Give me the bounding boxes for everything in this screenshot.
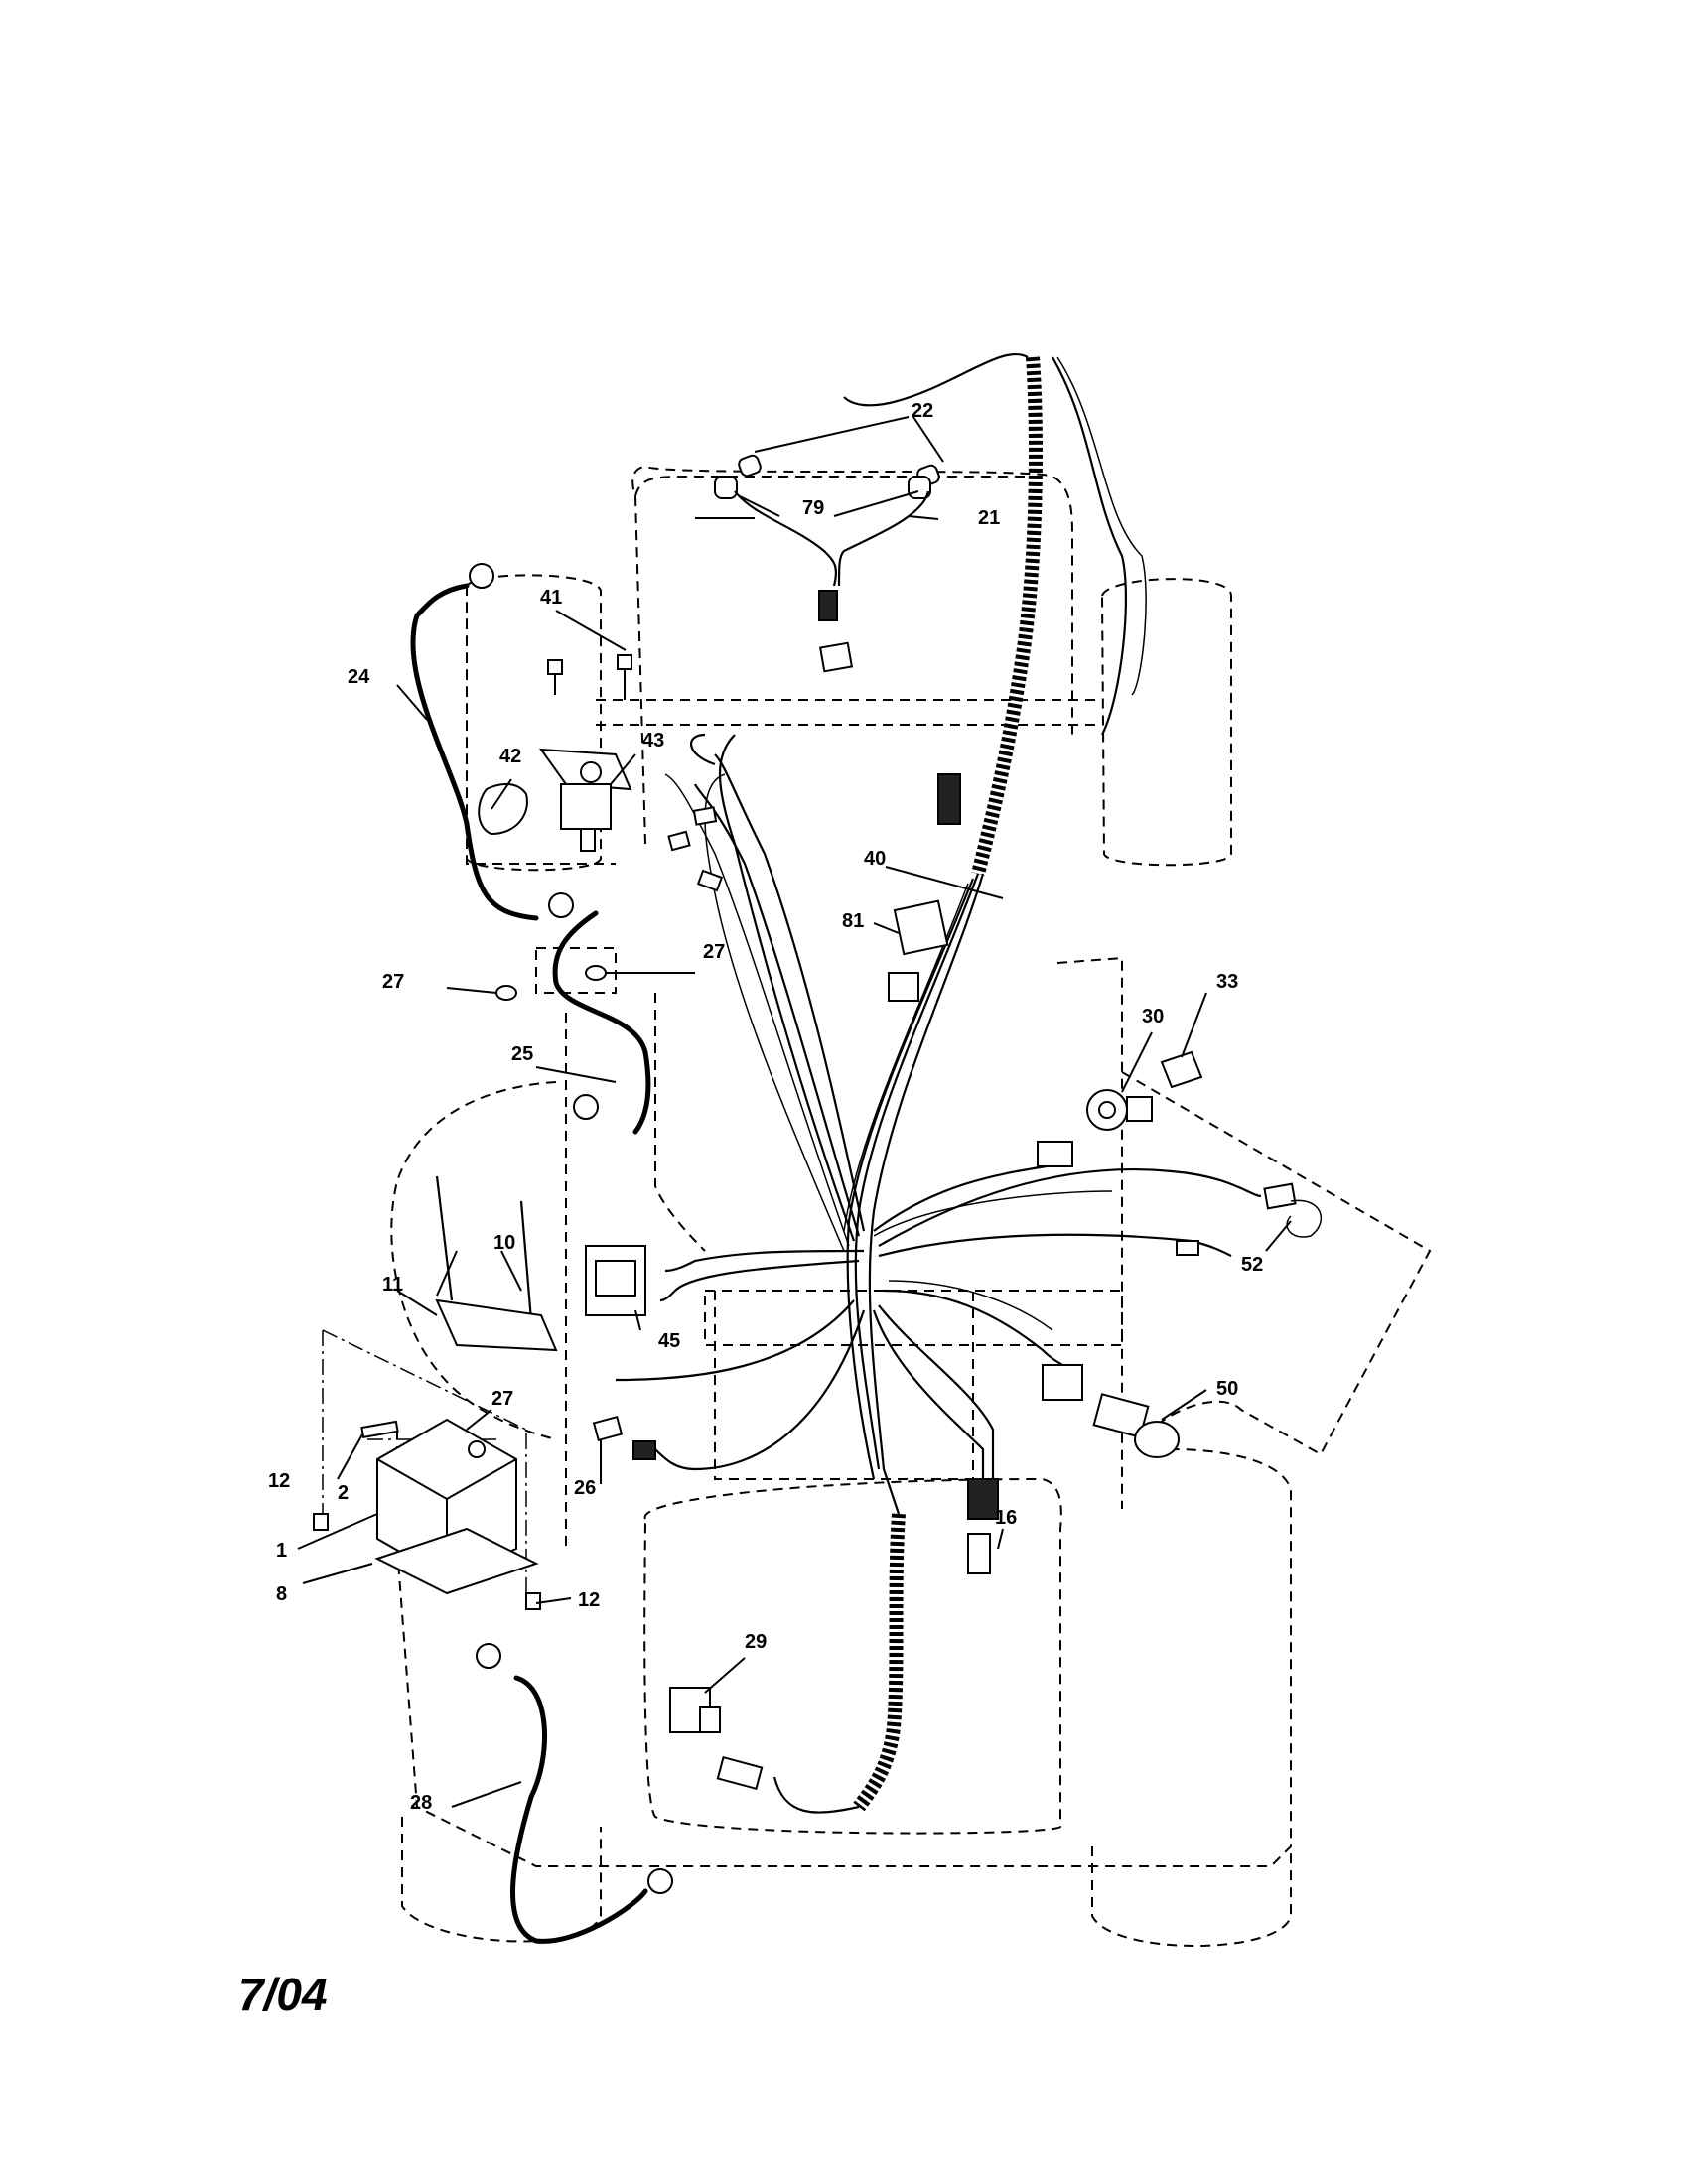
date-code: 7/04 <box>238 1969 328 2020</box>
callout-12a: 12 <box>268 1470 290 1492</box>
pto-connector <box>1042 1364 1083 1401</box>
relay-81 <box>888 899 949 1002</box>
callout-42: 42 <box>499 746 521 767</box>
ring-terminal-28a <box>476 1643 501 1669</box>
callout-16: 16 <box>995 1507 1017 1529</box>
callout-26: 26 <box>574 1477 596 1499</box>
bolt-2 <box>360 1420 399 1439</box>
nut-27b <box>585 965 607 981</box>
callout-8: 8 <box>276 1583 287 1605</box>
callout-29: 29 <box>745 1631 767 1653</box>
terminal-lead-a <box>689 733 716 766</box>
callout-41: 41 <box>540 587 562 609</box>
callout-45: 45 <box>658 1330 680 1352</box>
callout-27a: 27 <box>382 971 404 993</box>
solenoid-43 <box>538 748 632 852</box>
callout-52: 52 <box>1241 1254 1263 1276</box>
callout-81: 81 <box>842 910 864 932</box>
callout-21: 21 <box>978 507 1000 529</box>
ignition-plug <box>1037 1141 1073 1167</box>
terminal-c <box>696 869 724 892</box>
fuse-26 <box>592 1415 656 1460</box>
connector-16 <box>967 1478 999 1574</box>
ring-terminal-28b <box>647 1868 673 1894</box>
seat-switch-52 <box>1176 1182 1322 1256</box>
nuts-27 <box>495 965 607 1001</box>
callout-30: 30 <box>1142 1006 1164 1027</box>
bulb-sockets-79 <box>714 476 931 499</box>
solenoid-29 <box>669 1687 764 1791</box>
callout-27c: 27 <box>491 1388 513 1410</box>
callout-79: 79 <box>802 497 824 519</box>
callout-28: 28 <box>410 1792 432 1814</box>
switch-33 <box>1160 1050 1203 1089</box>
callout-22: 22 <box>912 400 933 422</box>
hold-down-bracket-11 <box>435 1298 558 1352</box>
switch-50 <box>1092 1393 1180 1458</box>
battery-tray-8 <box>374 1527 539 1595</box>
headlight-connector <box>818 590 838 621</box>
terminal-a <box>692 806 718 826</box>
harness-connector <box>937 773 961 825</box>
hour-meter-45 <box>585 1245 646 1316</box>
callout-24: 24 <box>348 666 370 688</box>
callout-2: 2 <box>338 1482 349 1504</box>
ring-terminal-24a <box>469 563 494 589</box>
cable-24 <box>410 563 574 921</box>
cable-25 <box>552 910 651 1135</box>
ignition-switch-30 <box>1086 1089 1153 1131</box>
callout-11: 11 <box>382 1274 403 1296</box>
callout-labels: 22 79 21 41 24 42 43 40 81 27 27 25 33 3… <box>268 400 1263 1814</box>
callout-33: 33 <box>1216 971 1238 993</box>
nut-27a <box>495 985 517 1001</box>
nut-12b <box>525 1592 541 1610</box>
callout-27b: 27 <box>703 941 725 963</box>
callout-12b: 12 <box>578 1589 600 1611</box>
bolts-41 <box>547 654 632 700</box>
callout-40: 40 <box>864 848 886 870</box>
terminal-b <box>667 830 691 852</box>
chassis-outline <box>390 465 1432 1947</box>
ring-terminal-25 <box>573 1094 599 1120</box>
callout-10: 10 <box>493 1232 515 1254</box>
cable-28 <box>476 1643 673 1944</box>
nut-12a <box>313 1513 329 1531</box>
callout-43: 43 <box>642 730 664 751</box>
leader-lines <box>297 416 1292 1808</box>
wiring-harness-40 <box>615 352 1262 1814</box>
callout-50: 50 <box>1216 1378 1238 1400</box>
callout-25: 25 <box>511 1043 533 1065</box>
ring-terminal-24b <box>548 892 574 918</box>
hold-down-rods-10 <box>435 1175 533 1321</box>
callout-1: 1 <box>276 1540 287 1562</box>
headlight-connector-mate <box>818 641 854 673</box>
headlight-harness-21 <box>734 490 930 673</box>
